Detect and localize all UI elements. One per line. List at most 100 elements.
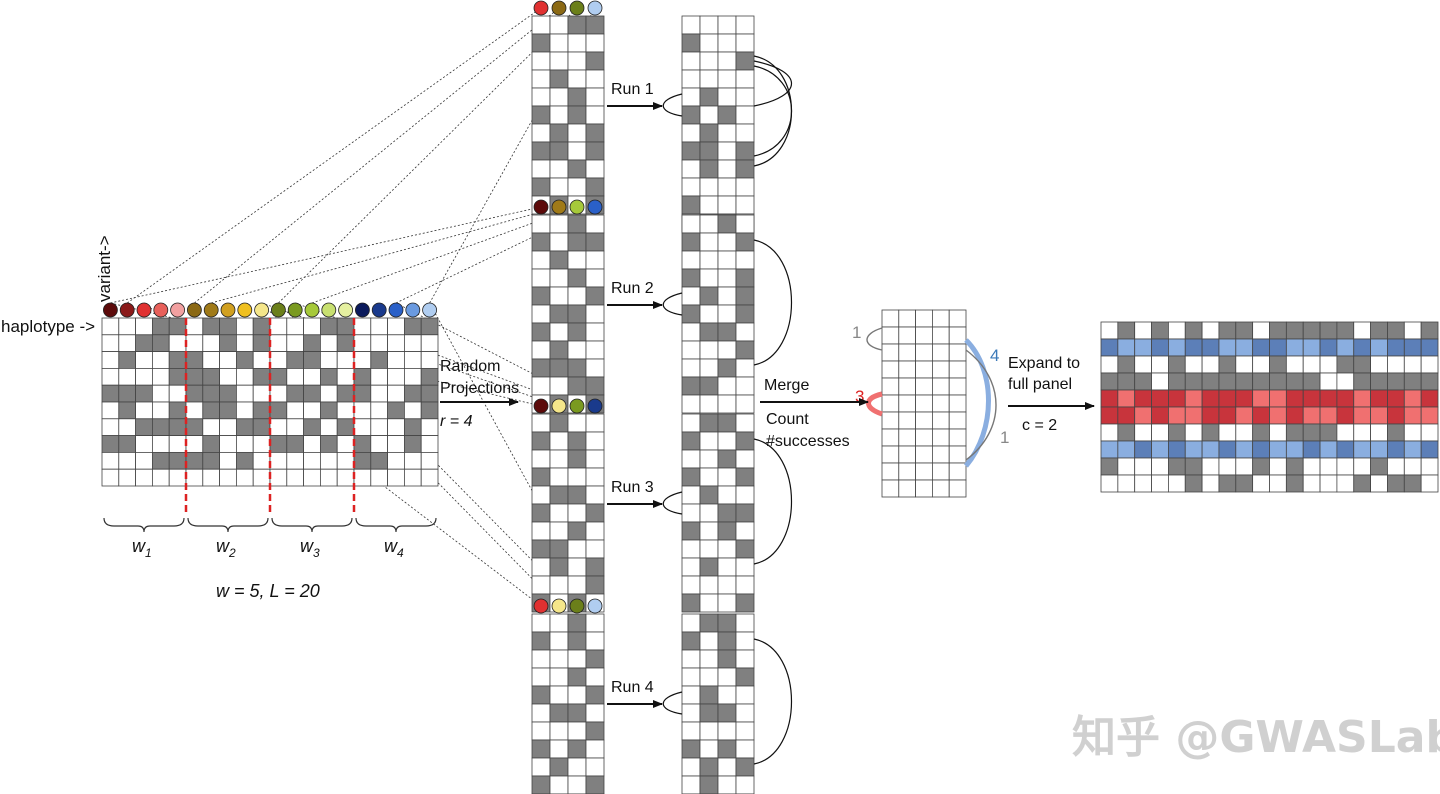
- grid-cell: [531, 539, 551, 559]
- grid-cell: [717, 757, 737, 777]
- grid-cell: [168, 351, 187, 369]
- grid-cell: [1269, 355, 1287, 374]
- grid-cell: [531, 268, 551, 288]
- match-arc: [753, 60, 793, 107]
- grid-cell: [531, 485, 551, 505]
- projected-variant-dot: [569, 0, 585, 16]
- grid-cell: [699, 286, 719, 306]
- grid-cell: [585, 667, 605, 687]
- grid-cell: [735, 539, 755, 559]
- grid-cell: [735, 69, 755, 89]
- grid-cell: [531, 667, 551, 687]
- grid-cell: [1184, 372, 1203, 391]
- grid-cell: [717, 775, 737, 794]
- grid-cell: [336, 351, 355, 369]
- grid-cell: [948, 445, 967, 464]
- grid-cell: [531, 141, 551, 161]
- grid-cell: [1370, 474, 1388, 493]
- grid-cell: [699, 775, 719, 794]
- grid-cell: [898, 411, 916, 430]
- variant-dot: [119, 302, 135, 318]
- grid-cell: [549, 286, 569, 306]
- grid-cell: [932, 462, 950, 481]
- grid-cell: [1370, 423, 1388, 442]
- match-arc: [662, 93, 683, 117]
- grid-cell: [549, 87, 569, 107]
- grid-cell: [585, 286, 605, 306]
- grid-cell: [699, 685, 719, 705]
- grid-cell: [735, 485, 755, 505]
- grid-cell: [681, 177, 701, 197]
- grid-cell: [932, 326, 950, 345]
- grid-cell: [1370, 338, 1388, 357]
- grid-cell: [898, 326, 916, 345]
- grid-cell: [370, 401, 388, 420]
- grid-cell: [681, 304, 701, 324]
- run-label: Run 3: [611, 479, 654, 496]
- grid-cell: [1420, 406, 1439, 425]
- grid-cell: [387, 418, 405, 436]
- grid-cell: [118, 468, 137, 487]
- grid-cell: [699, 15, 719, 35]
- grid-cell: [735, 33, 755, 53]
- grid-cell: [1252, 406, 1270, 425]
- grid-cell: [735, 757, 755, 777]
- grid-cell: [101, 418, 120, 436]
- grid-cell: [531, 685, 551, 705]
- grid-cell: [915, 377, 933, 396]
- grid-cell: [1269, 474, 1287, 493]
- grid-cell: [1218, 457, 1237, 476]
- grid-cell: [1235, 440, 1254, 459]
- grid-cell: [717, 214, 737, 234]
- grid-cell: [202, 367, 221, 386]
- grid-cell: [168, 367, 187, 386]
- grid-cell: [1151, 474, 1169, 493]
- grid-cell: [370, 418, 388, 436]
- grid-cell: [235, 451, 254, 470]
- grid-cell: [567, 340, 587, 360]
- grid-cell: [585, 250, 605, 270]
- grid-cell: [549, 775, 569, 794]
- grid-cell: [681, 539, 701, 559]
- grid-cell: [735, 250, 755, 270]
- grid-cell: [717, 340, 737, 360]
- grid-cell: [699, 268, 719, 288]
- grid-cell: [353, 435, 372, 453]
- grid-cell: [699, 575, 719, 595]
- grid-cell: [1134, 423, 1152, 442]
- grid-cell: [567, 521, 587, 541]
- grid-cell: [735, 685, 755, 705]
- grid-cell: [420, 468, 439, 487]
- grid-cell: [585, 268, 605, 288]
- grid-cell: [932, 360, 950, 379]
- grid-cell: [585, 467, 605, 487]
- grid-cell: [531, 775, 551, 794]
- grid-cell: [135, 334, 153, 352]
- grid-cell: [1319, 474, 1338, 493]
- grid-cell: [681, 250, 701, 270]
- grid-cell: [549, 467, 569, 487]
- grid-cell: [219, 401, 237, 420]
- grid-cell: [1285, 321, 1304, 340]
- grid-cell: [915, 462, 933, 481]
- grid-cell: [699, 33, 719, 53]
- grid-cell: [1403, 338, 1422, 357]
- grid-cell: [101, 468, 120, 487]
- grid-cell: [151, 367, 170, 386]
- grid-cell: [1336, 423, 1355, 442]
- sorted-grid: [681, 214, 755, 414]
- grid-cell: [735, 232, 755, 252]
- grid-cell: [549, 105, 569, 125]
- grid-cell: [1403, 440, 1422, 459]
- grid-cell: [948, 309, 967, 328]
- grid-cell: [1336, 321, 1355, 340]
- grid-cell: [1151, 457, 1169, 476]
- grid-cell: [1151, 389, 1169, 408]
- projected-variant-dot: [587, 598, 603, 614]
- grid-cell: [319, 435, 338, 453]
- grid-cell: [549, 232, 569, 252]
- grid-cell: [303, 435, 321, 453]
- grid-cell: [101, 334, 120, 352]
- grid-cell: [319, 334, 338, 352]
- grid-cell: [681, 593, 701, 613]
